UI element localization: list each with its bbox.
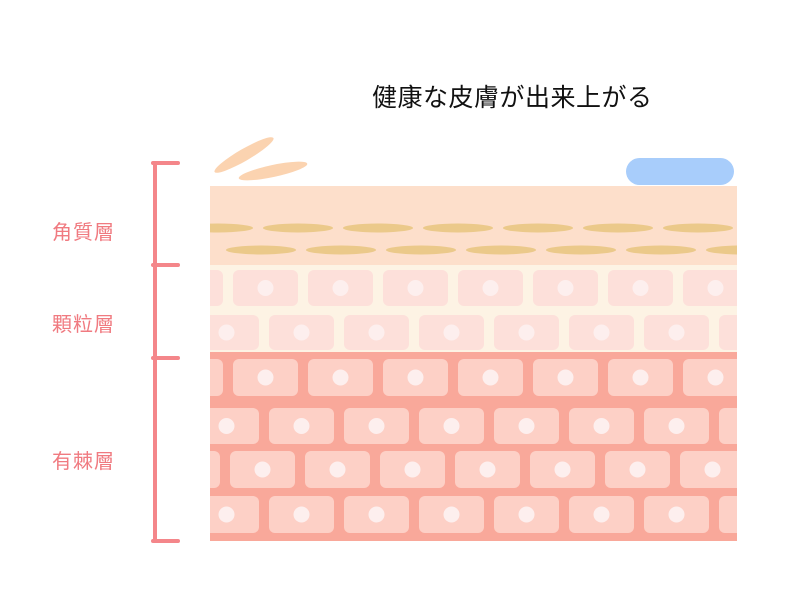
cell-nucleus bbox=[293, 418, 310, 434]
cell-nucleus bbox=[707, 280, 724, 296]
cell-nucleus bbox=[257, 280, 274, 296]
corneum-cell bbox=[306, 245, 376, 255]
cell-nucleus bbox=[668, 506, 685, 523]
shedding-flakes bbox=[214, 137, 734, 185]
cell-nucleus bbox=[443, 324, 460, 341]
granular-cell bbox=[719, 315, 737, 350]
label-stratum-corneum: 角質層 bbox=[52, 220, 115, 244]
shed-flake bbox=[214, 137, 274, 173]
cell-nucleus bbox=[443, 506, 460, 523]
cell-nucleus bbox=[332, 369, 349, 386]
corneum-cell bbox=[226, 245, 296, 255]
cell-nucleus bbox=[744, 507, 760, 523]
diagram-title: 健康な皮膚が出来上がる bbox=[372, 83, 653, 112]
cell-nucleus bbox=[407, 369, 424, 386]
cell-nucleus bbox=[557, 369, 574, 386]
cell-nucleus bbox=[218, 324, 235, 341]
cell-nucleus bbox=[668, 324, 685, 341]
corneum-cell bbox=[743, 224, 800, 233]
cell-nucleus bbox=[443, 418, 460, 434]
granular-cell bbox=[758, 270, 800, 306]
cell-nucleus bbox=[368, 418, 385, 434]
corneum-cell bbox=[583, 223, 653, 233]
corneum-cell bbox=[466, 245, 536, 255]
cell-nucleus bbox=[329, 461, 346, 478]
cell-nucleus bbox=[293, 506, 310, 523]
stratum-granulosum bbox=[183, 265, 800, 352]
cell-nucleus bbox=[629, 461, 646, 478]
cell-nucleus bbox=[593, 506, 610, 523]
cell-nucleus bbox=[218, 506, 235, 523]
cell-nucleus bbox=[479, 461, 496, 478]
cell-nucleus bbox=[404, 461, 421, 478]
cell-nucleus bbox=[368, 506, 385, 523]
corneum-cell bbox=[263, 223, 333, 233]
corneum-cell bbox=[503, 223, 573, 233]
corneum-cell bbox=[626, 245, 696, 255]
corneum-cell bbox=[343, 223, 413, 233]
cell-nucleus bbox=[783, 280, 799, 296]
corneum-cell bbox=[386, 245, 456, 255]
cell-nucleus bbox=[704, 461, 721, 478]
spinous-cell bbox=[758, 359, 800, 396]
cell-nucleus bbox=[183, 280, 199, 296]
spinous-cell bbox=[210, 451, 220, 488]
corneum-cell bbox=[706, 245, 737, 255]
label-stratum-spinosum: 有棘層 bbox=[52, 449, 115, 473]
cell-nucleus bbox=[180, 462, 196, 478]
corneum-cell bbox=[546, 245, 616, 255]
cell-nucleus bbox=[407, 280, 424, 296]
cell-nucleus bbox=[557, 280, 574, 296]
cell-nucleus bbox=[744, 418, 760, 434]
cell-nucleus bbox=[257, 369, 274, 386]
cell-nucleus bbox=[254, 461, 271, 478]
cell-nucleus bbox=[293, 324, 310, 341]
cell-nucleus bbox=[518, 418, 535, 434]
cell-nucleus bbox=[332, 280, 349, 296]
water-droplet bbox=[626, 158, 734, 185]
stratum-corneum bbox=[210, 186, 800, 265]
granular-cell bbox=[210, 270, 223, 306]
cell-nucleus bbox=[518, 506, 535, 523]
cell-nucleus bbox=[780, 462, 796, 478]
layer-bracket bbox=[151, 161, 180, 543]
cell-nucleus bbox=[593, 418, 610, 434]
corneum-cell bbox=[210, 223, 253, 233]
cell-nucleus bbox=[554, 461, 571, 478]
cell-nucleus bbox=[783, 370, 799, 386]
spinous-cell bbox=[210, 359, 223, 396]
cell-nucleus bbox=[183, 370, 199, 386]
cell-nucleus bbox=[632, 280, 649, 296]
cell-nucleus bbox=[744, 325, 760, 341]
cell-nucleus bbox=[707, 369, 724, 386]
corneum-cell bbox=[423, 223, 493, 233]
cell-nucleus bbox=[632, 369, 649, 386]
spinous-cell bbox=[755, 451, 800, 488]
spinous-cell bbox=[719, 408, 737, 444]
cell-nucleus bbox=[218, 418, 235, 434]
shed-flake bbox=[238, 161, 308, 181]
corneum-cell bbox=[663, 223, 733, 233]
cell-nucleus bbox=[482, 280, 499, 296]
cell-nucleus bbox=[518, 324, 535, 341]
label-stratum-granulosum: 顆粒層 bbox=[52, 312, 115, 336]
cell-nucleus bbox=[482, 369, 499, 386]
cell-nucleus bbox=[368, 324, 385, 341]
cell-nucleus bbox=[593, 324, 610, 341]
stratum-spinosum bbox=[180, 352, 800, 541]
spinous-cell bbox=[719, 496, 737, 533]
cell-nucleus bbox=[668, 418, 685, 434]
